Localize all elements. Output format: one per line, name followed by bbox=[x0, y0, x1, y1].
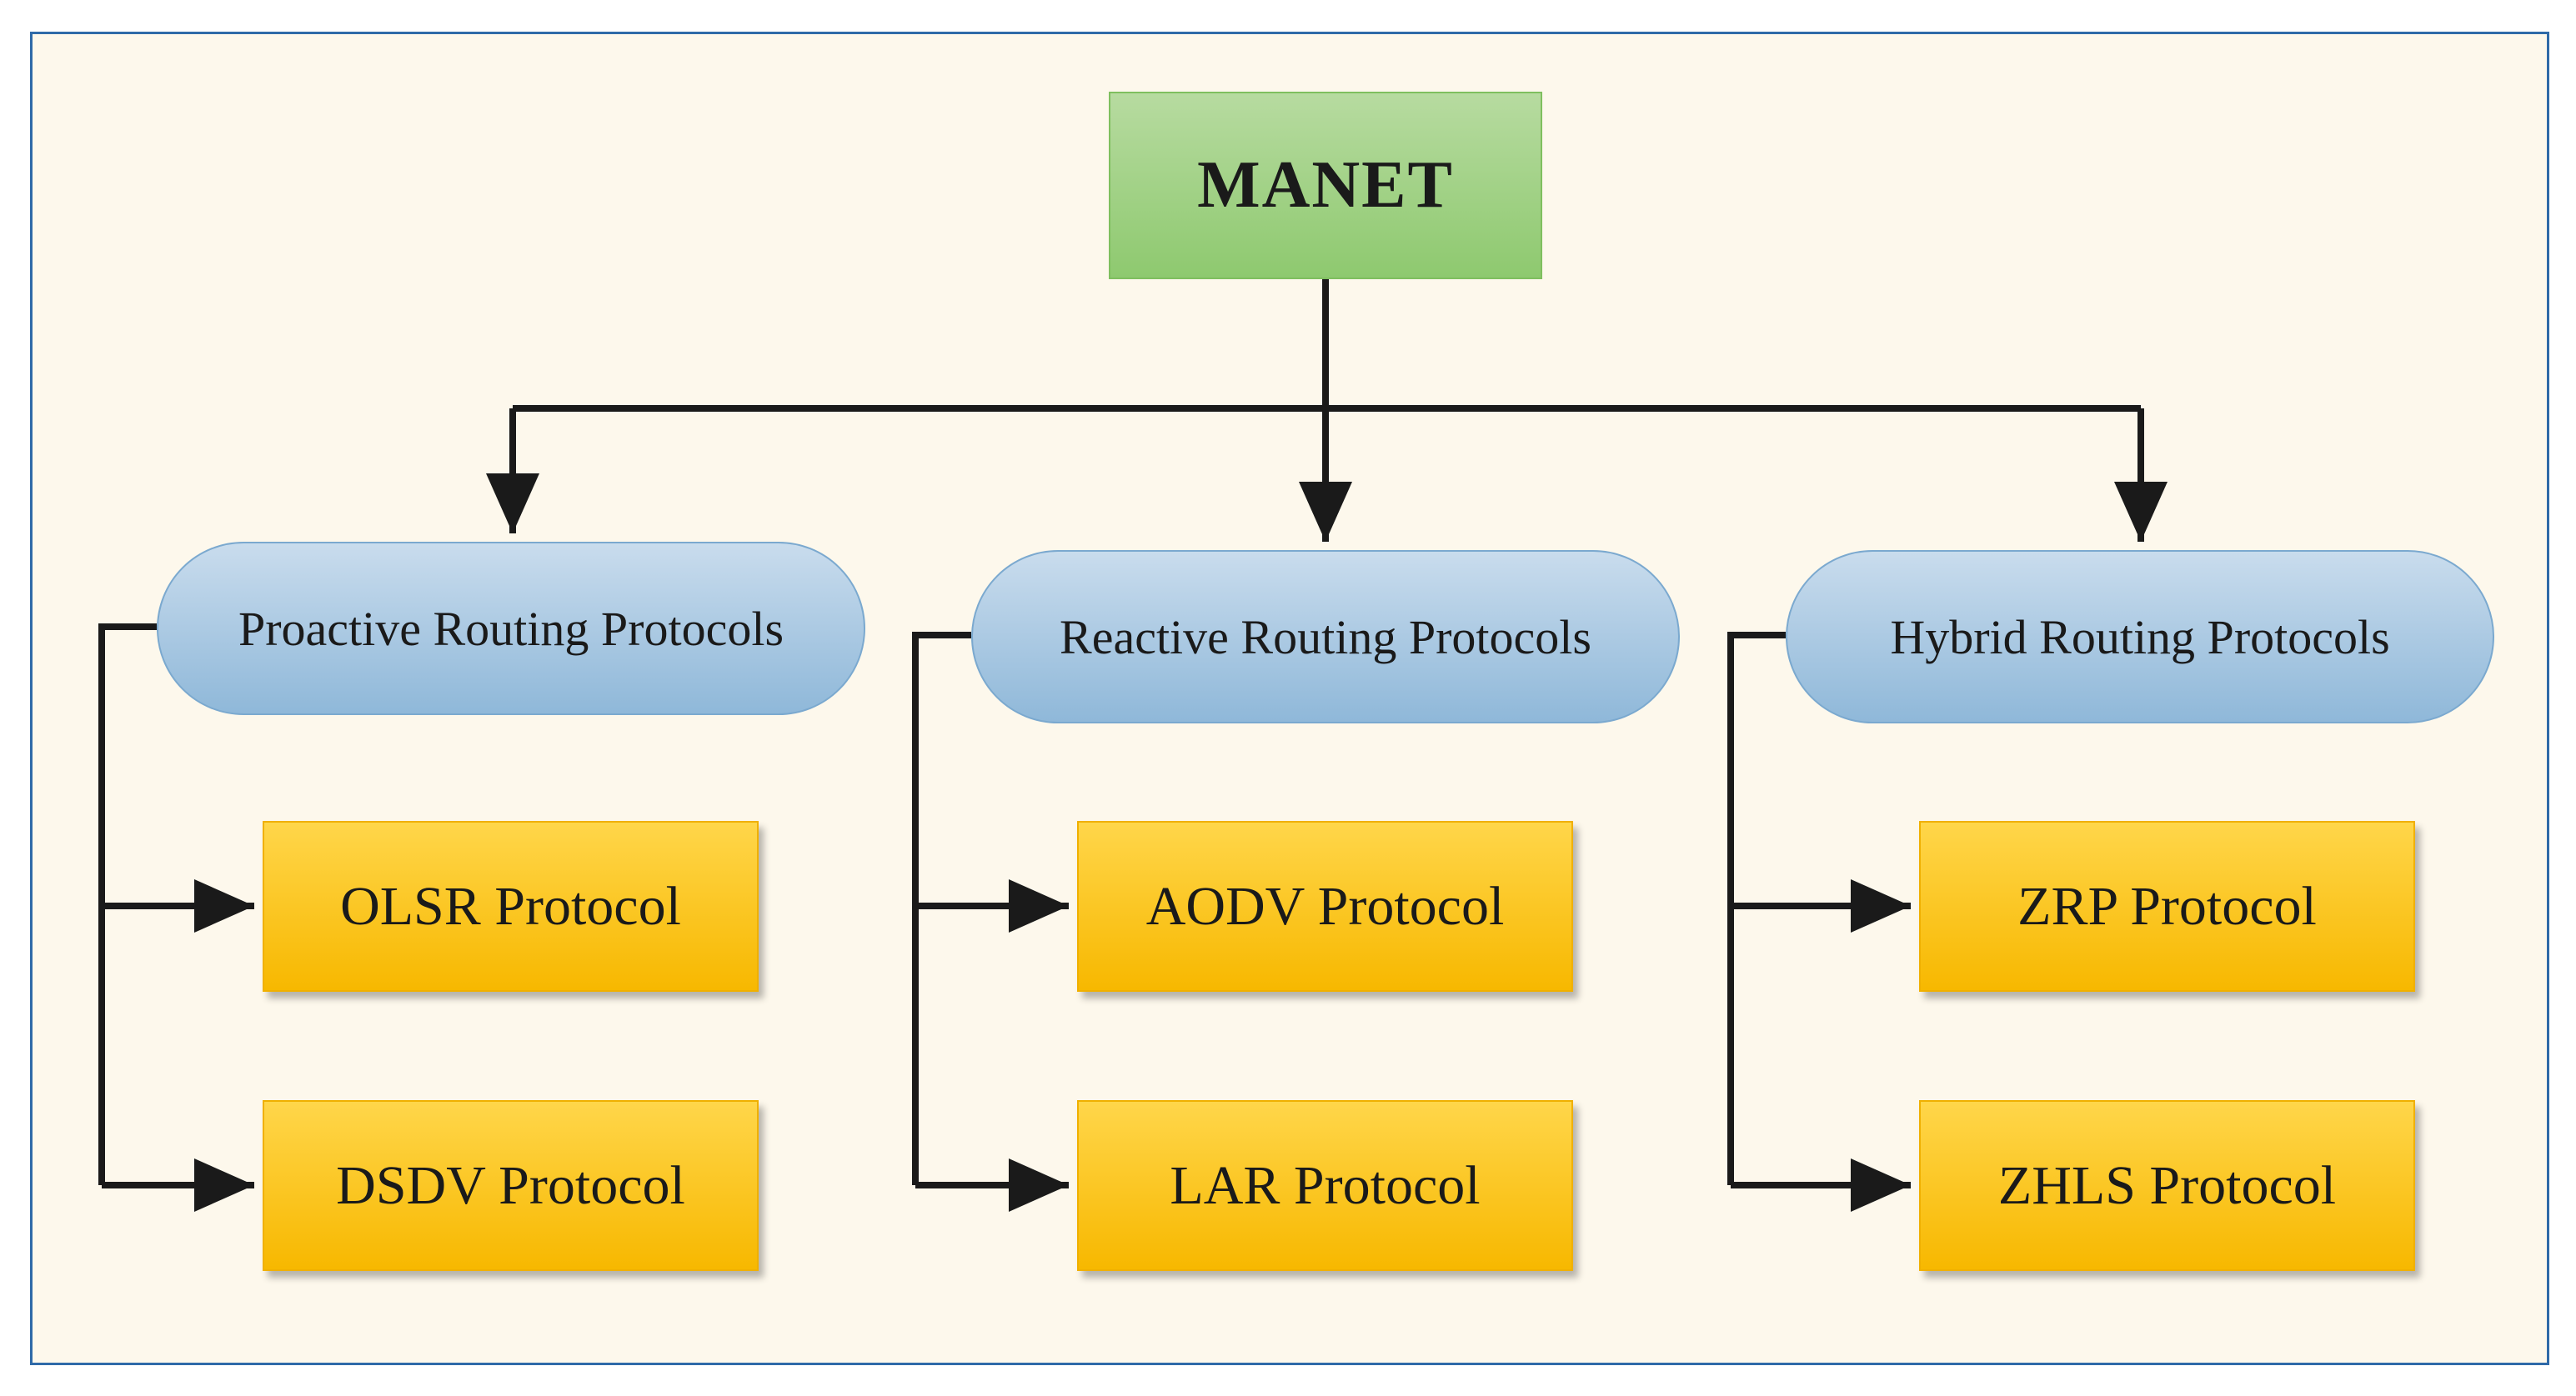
zrp-protocol-node: ZRP Protocol bbox=[1919, 821, 2415, 992]
zhls-protocol-node: ZHLS Protocol bbox=[1919, 1100, 2415, 1271]
reactive-branch bbox=[912, 632, 971, 1185]
dsdv-protocol-node: DSDV Protocol bbox=[263, 1100, 759, 1271]
proactive-branch bbox=[98, 623, 157, 1185]
proactive-routing-node: Proactive Routing Protocols bbox=[157, 542, 865, 715]
aodv-protocol-node: AODV Protocol bbox=[1077, 821, 1573, 992]
manet-root-node: MANET bbox=[1109, 92, 1542, 279]
hybrid-branch bbox=[1727, 632, 1786, 1185]
hybrid-routing-node: Hybrid Routing Protocols bbox=[1786, 550, 2494, 723]
lar-protocol-node: LAR Protocol bbox=[1077, 1100, 1573, 1271]
olsr-protocol-node: OLSR Protocol bbox=[263, 821, 759, 992]
reactive-routing-node: Reactive Routing Protocols bbox=[971, 550, 1680, 723]
